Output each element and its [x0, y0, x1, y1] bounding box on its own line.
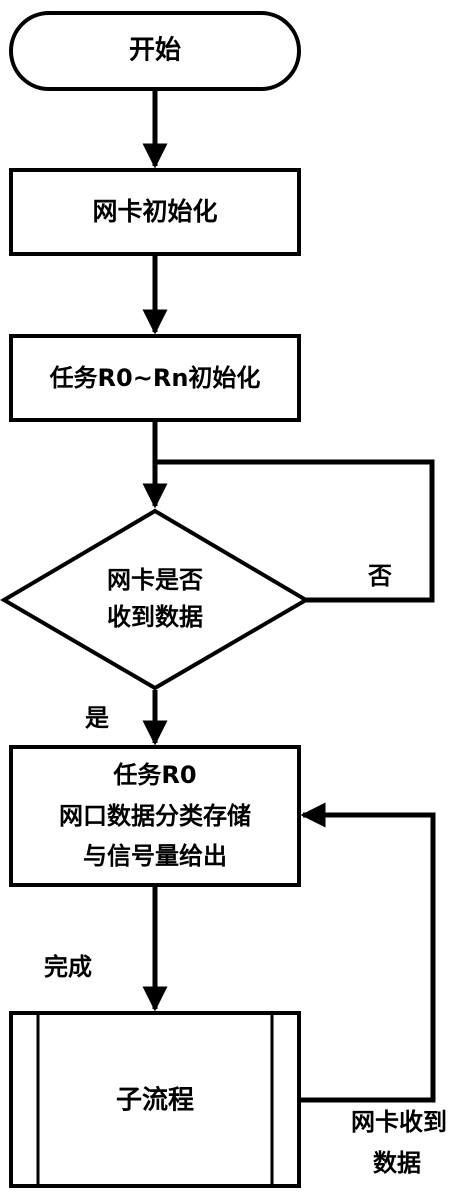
start-label: 开始 — [129, 36, 181, 66]
decision-diamond — [0, 508, 310, 691]
task-r0-line3: 与信号量给出 — [83, 842, 227, 870]
decision-line1: 网卡是否 — [107, 566, 203, 594]
loop-label-line1: 网卡收到 — [351, 1108, 447, 1136]
loop-back-line — [299, 802, 436, 1103]
task-r0-line2: 网口数据分类存储 — [59, 802, 251, 830]
task-init-box — [9, 334, 301, 422]
subprocess-label: 子流程 — [116, 1086, 194, 1116]
decision-line2: 收到数据 — [107, 603, 203, 631]
subprocess-box — [9, 1011, 301, 1188]
nic-init-label: 网卡初始化 — [92, 197, 217, 226]
task-r0-box — [9, 745, 301, 887]
start-terminal — [9, 11, 301, 91]
no-label: 否 — [367, 562, 392, 590]
task-init-label: 任务R0~Rn初始化 — [49, 364, 261, 392]
yes-label: 是 — [85, 704, 109, 732]
done-label: 完成 — [44, 953, 92, 981]
no-loop-line — [155, 459, 435, 603]
loop-label-line2: 数据 — [373, 1149, 421, 1177]
nic-init-box — [9, 168, 301, 256]
task-r0-line1: 任务R0 — [112, 761, 196, 789]
